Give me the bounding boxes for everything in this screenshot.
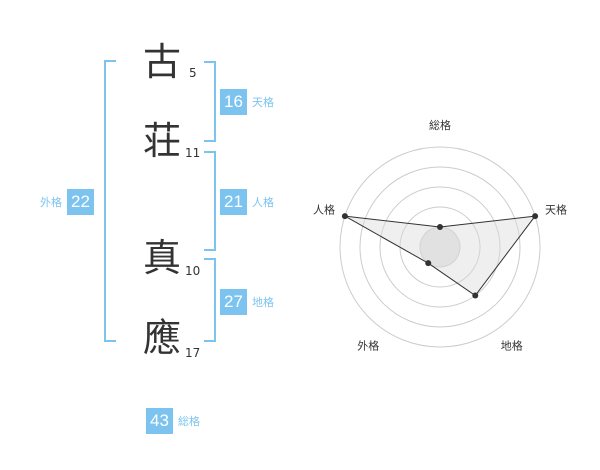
tenkaku-badge: 16 天格 [220,89,274,115]
radar-axis-label-4: 外格 [357,339,379,353]
gaikaku-badge: 外格 22 [40,189,94,215]
chikaku-label: 地格 [252,296,274,309]
radar-ring-5 [339,146,541,348]
radar-point-2 [532,213,539,220]
radar-ring-3 [379,186,501,308]
jinkaku-value: 21 [220,189,247,215]
stroke-count-3: 10 [185,264,201,278]
stroke-count-4: 17 [185,346,201,360]
radar-point-4 [425,260,432,267]
name-char-4: 應 [142,316,181,360]
tenkaku-bracket [204,61,216,142]
tenkaku-value: 16 [220,89,247,115]
radar-axis-label-5: 人格 [313,202,335,216]
radar-axis-label-2: 天格 [545,202,567,216]
gaikaku-label: 外格 [40,196,62,209]
radar-axis-label-3: 地格 [501,339,523,353]
chikaku-badge: 27 地格 [220,289,274,315]
chikaku-bracket [204,258,216,342]
jinkaku-badge: 21 人格 [220,189,274,215]
gaikaku-bracket [104,60,116,342]
soukaku-label: 総格 [178,415,200,428]
radar-ring-4 [359,166,521,328]
soukaku-badge: 43 総格 [146,408,200,434]
tenkaku-label: 天格 [252,96,274,109]
chikaku-value: 27 [220,289,247,315]
stroke-count-1: 5 [189,66,197,80]
jinkaku-bracket [204,151,216,251]
soukaku-value: 43 [146,408,173,434]
jinkaku-label: 人格 [252,196,274,209]
name-char-2: 荘 [142,119,181,163]
radar-axis-label-1: 総格 [429,118,451,132]
radar-point-1 [437,224,443,230]
radar-data-polygon [344,215,537,297]
radar-point-3 [472,292,479,299]
name-char-1: 古 [142,40,181,84]
radar-point-5 [341,213,348,220]
name-char-3: 真 [142,236,181,280]
stroke-count-2: 11 [185,146,201,160]
gaikaku-value: 22 [67,189,94,215]
